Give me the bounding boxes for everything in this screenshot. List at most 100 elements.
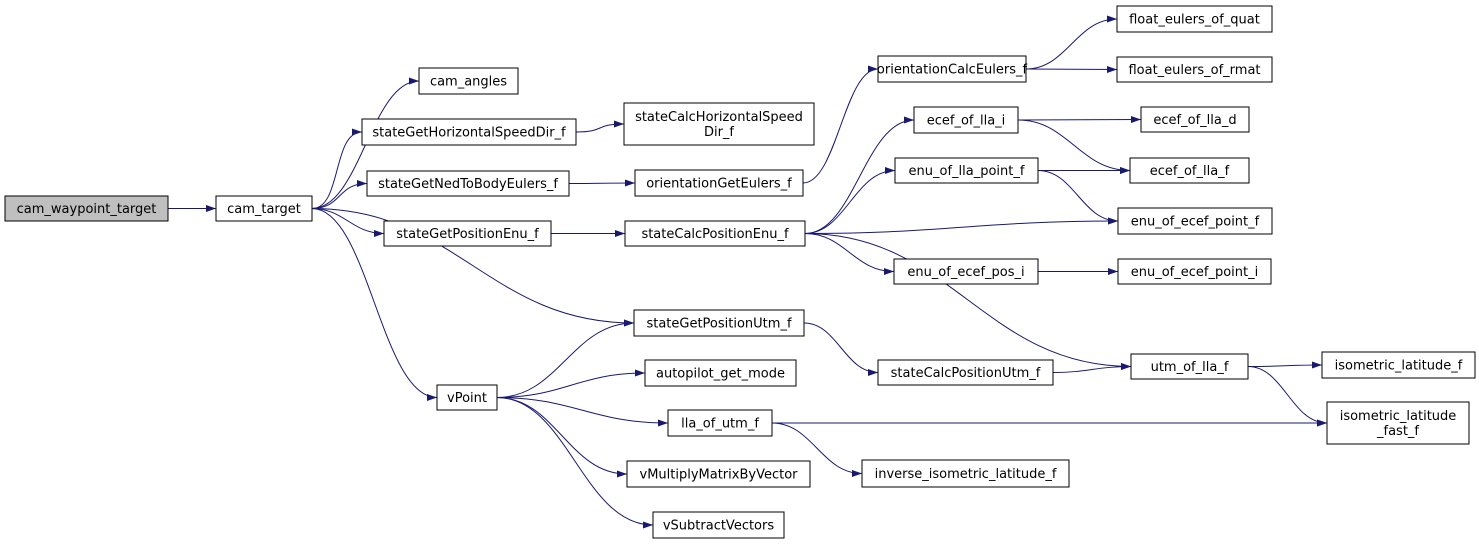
node-box bbox=[1326, 401, 1470, 445]
edge-ecef-of-lla-i-to-ecef-of-lla-d bbox=[1017, 116, 1142, 124]
node-box bbox=[644, 359, 797, 387]
node-label: vSubtractVectors bbox=[663, 519, 775, 534]
edge-statecalcpositionenu-f-to-enu-of-ecef-point-f bbox=[804, 217, 1119, 234]
node-label: stateGetPositionEnu_f bbox=[396, 227, 539, 242]
node-box bbox=[894, 157, 1039, 184]
node-enu-of-lla-point-f[interactable]: enu_of_lla_point_f bbox=[894, 157, 1039, 184]
edge-utm-of-lla-f-to-isometric-latitude-fast-f bbox=[1247, 366, 1328, 427]
node-inverse-isometric-latitude-f[interactable]: inverse_isometric_latitude_f bbox=[861, 459, 1070, 488]
node-box bbox=[1117, 258, 1272, 285]
edge-stategetpositionutm-f-to-statecalcpositionutm-f bbox=[803, 322, 879, 376]
node-isometric-latitude-f[interactable]: isometric_latitude_f bbox=[1321, 351, 1476, 379]
edge-vpoint-to-autopilot-get-mode bbox=[496, 369, 646, 398]
edge-cam-target-to-stategetnedtobodyeulers-f bbox=[311, 180, 368, 209]
edge-cam-target-to-stategethorizontalspeeddir-f bbox=[311, 128, 363, 209]
node-box bbox=[1129, 157, 1250, 184]
node-box bbox=[877, 359, 1054, 386]
edges bbox=[167, 15, 1328, 529]
node-box bbox=[634, 169, 804, 197]
node-label: utm_of_lla_f bbox=[1151, 360, 1229, 375]
node-statecalcpositionenu-f[interactable]: stateCalcPositionEnu_f bbox=[624, 220, 806, 247]
node-isometric-latitude-fast-f[interactable]: isometric_latitude_fast_f bbox=[1326, 401, 1470, 445]
node-label: stateGetHorizontalSpeedDir_f bbox=[372, 126, 566, 141]
node-vsubtractvectors[interactable]: vSubtractVectors bbox=[652, 511, 785, 539]
edge-statecalcpositionenu-f-to-ecef-of-lla-i bbox=[804, 116, 915, 234]
edge-orientationgeteulers-f-to-orientationcalceulers-f bbox=[802, 65, 879, 184]
node-enu-of-ecef-point-f[interactable]: enu_of_ecef_point_f bbox=[1117, 207, 1273, 235]
node-vmultiplymatrixbyvector[interactable]: vMultiplyMatrixByVector bbox=[626, 460, 811, 488]
node-float-eulers-of-quat[interactable]: float_eulers_of_quat bbox=[1116, 5, 1273, 33]
node-orientationcalceulers-f[interactable]: orientationCalcEulers_f bbox=[877, 55, 1028, 83]
node-box bbox=[436, 384, 498, 411]
node-box bbox=[383, 220, 552, 247]
node-label: cam_target bbox=[227, 202, 301, 217]
node-ecef-of-lla-f[interactable]: ecef_of_lla_f bbox=[1129, 157, 1250, 184]
edge-stategethorizontalspeeddir-f-to-statecalchorizontalspeeddir-f bbox=[575, 120, 625, 133]
node-label: ecef_of_lla_i bbox=[927, 114, 1006, 129]
edge-statecalcpositionenu-f-to-enu-of-lla-point-f bbox=[804, 167, 896, 234]
node-box bbox=[1130, 353, 1249, 380]
node-cam-target[interactable]: cam_target bbox=[215, 195, 313, 222]
node-cam-waypoint-target: cam_waypoint_target bbox=[4, 195, 169, 222]
node-box bbox=[1117, 207, 1273, 235]
node-label: stateCalcPositionEnu_f bbox=[641, 227, 789, 242]
node-stategetnedtobodyeulers-f[interactable]: stateGetNedToBodyEulers_f bbox=[366, 170, 570, 197]
node-label: vPoint bbox=[447, 391, 487, 406]
node-box bbox=[913, 106, 1019, 134]
node-cam-angles[interactable]: cam_angles bbox=[418, 67, 519, 95]
node-label: stateCalcHorizontalSpeed bbox=[635, 110, 803, 125]
node-orientationgeteulers-f[interactable]: orientationGetEulers_f bbox=[634, 169, 804, 197]
node-autopilot-get-mode[interactable]: autopilot_get_mode bbox=[644, 359, 797, 387]
node-label: isometric_latitude bbox=[1340, 409, 1457, 424]
node-lla-of-utm-f[interactable]: lla_of_utm_f bbox=[667, 409, 773, 437]
node-box bbox=[1140, 106, 1250, 133]
edge-vpoint-to-vsubtractvectors bbox=[496, 397, 654, 529]
node-label: orientationCalcEulers_f bbox=[877, 63, 1028, 78]
node-label: lla_of_utm_f bbox=[681, 417, 759, 432]
node-label: Dir_f bbox=[704, 125, 734, 140]
node-ecef-of-lla-d[interactable]: ecef_of_lla_d bbox=[1140, 106, 1250, 133]
node-label: ecef_of_lla_f bbox=[1150, 164, 1230, 179]
node-label: stateCalcPositionUtm_f bbox=[891, 366, 1041, 381]
node-enu-of-ecef-pos-i[interactable]: enu_of_ecef_pos_i bbox=[893, 258, 1039, 285]
edge-orientationcalceulers-f-to-float-eulers-of-quat bbox=[1025, 15, 1118, 70]
node-label: isometric_latitude_f bbox=[1335, 359, 1463, 374]
node-statecalcpositionutm-f[interactable]: stateCalcPositionUtm_f bbox=[877, 359, 1054, 386]
node-vpoint[interactable]: vPoint bbox=[436, 384, 498, 411]
edge-vpoint-to-vmultiplymatrixbyvector bbox=[496, 397, 628, 478]
node-stategetpositionenu-f[interactable]: stateGetPositionEnu_f bbox=[383, 220, 552, 247]
node-label: vMultiplyMatrixByVector bbox=[640, 468, 799, 483]
node-label: ecef_of_lla_d bbox=[1153, 113, 1236, 128]
node-box bbox=[633, 309, 805, 337]
node-label: stateGetNedToBodyEulers_f bbox=[378, 177, 558, 192]
node-box bbox=[1116, 56, 1273, 83]
node-label: float_eulers_of_rmat bbox=[1128, 63, 1260, 78]
node-box bbox=[418, 67, 519, 95]
node-box bbox=[624, 220, 806, 247]
node-box bbox=[652, 511, 785, 539]
edge-orientationcalceulers-f-to-float-eulers-of-rmat bbox=[1025, 65, 1118, 73]
node-label: enu_of_lla_point_f bbox=[909, 164, 1025, 179]
edge-ecef-of-lla-i-to-ecef-of-lla-f bbox=[1017, 119, 1131, 174]
node-ecef-of-lla-i[interactable]: ecef_of_lla_i bbox=[913, 106, 1019, 134]
node-stategetpositionutm-f[interactable]: stateGetPositionUtm_f bbox=[633, 309, 805, 337]
node-stategethorizontalspeeddir-f[interactable]: stateGetHorizontalSpeedDir_f bbox=[361, 118, 577, 146]
node-box bbox=[215, 195, 313, 222]
edge-stategetnedtobodyeulers-f-to-orientationgeteulers-f bbox=[568, 179, 636, 187]
node-float-eulers-of-rmat[interactable]: float_eulers_of_rmat bbox=[1116, 56, 1273, 83]
node-box bbox=[861, 459, 1070, 488]
node-label: enu_of_ecef_point_f bbox=[1131, 215, 1260, 230]
node-utm-of-lla-f[interactable]: utm_of_lla_f bbox=[1130, 353, 1249, 380]
node-label: orientationGetEulers_f bbox=[646, 177, 792, 192]
node-box bbox=[361, 118, 577, 146]
nodes: cam_waypoint_target cam_target cam_angless… bbox=[4, 5, 1476, 539]
edge-cam-target-to-stategetpositionutm-f bbox=[311, 208, 635, 327]
node-enu-of-ecef-point-i[interactable]: enu_of_ecef_point_i bbox=[1117, 258, 1272, 285]
edge-statecalcpositionenu-f-to-utm-of-lla-f bbox=[804, 233, 1132, 370]
node-label: stateGetPositionUtm_f bbox=[646, 317, 791, 332]
node-label: cam_angles bbox=[430, 75, 507, 90]
edge-statecalcpositionenu-f-to-enu-of-ecef-pos-i bbox=[804, 233, 895, 275]
edge-utm-of-lla-f-to-isometric-latitude-f bbox=[1247, 361, 1323, 369]
edge-vpoint-to-lla-of-utm-f bbox=[496, 397, 669, 427]
